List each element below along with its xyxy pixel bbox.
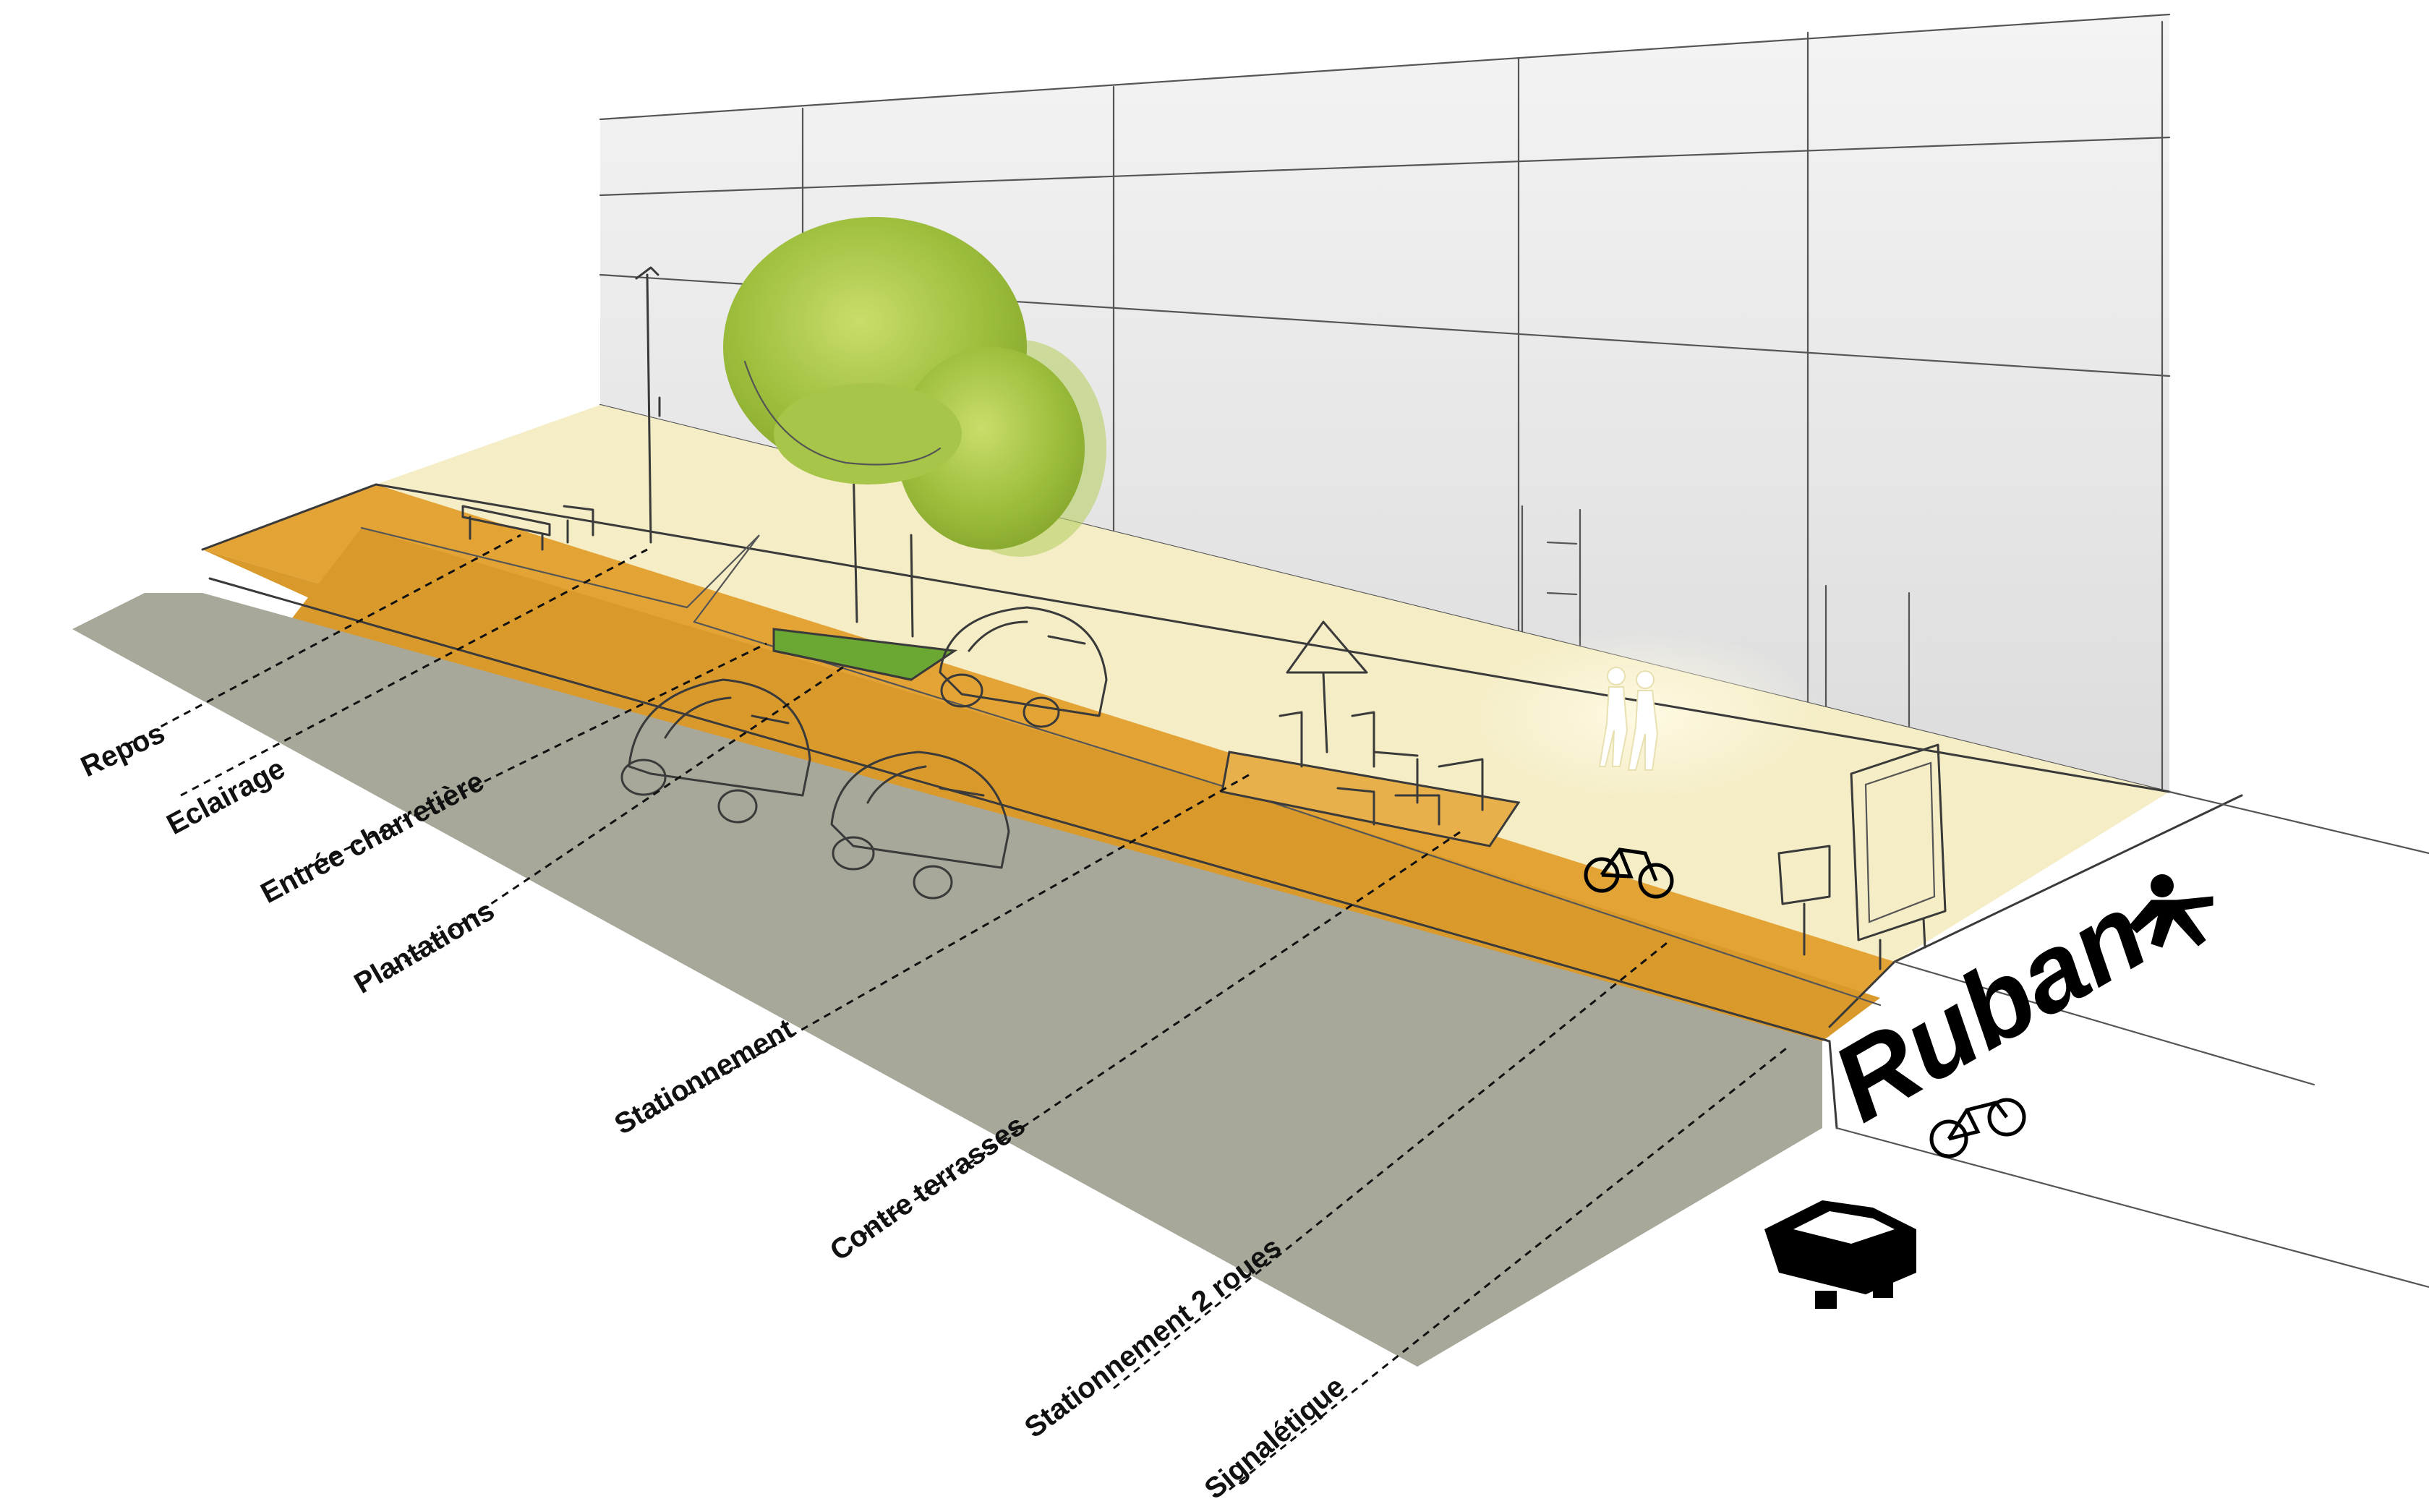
terrace-platform bbox=[1221, 751, 1521, 847]
ruban-band-strip bbox=[289, 528, 1880, 1041]
label-eclairage: Eclairage bbox=[162, 753, 291, 841]
tree bbox=[723, 217, 1106, 638]
pedestrian-icon bbox=[2129, 874, 2214, 948]
parked-car-3 bbox=[830, 751, 1010, 900]
lamp-post bbox=[635, 266, 661, 544]
label-contre-terrasses: Contre terrasses bbox=[824, 1109, 1031, 1267]
pedestrians bbox=[1598, 667, 1659, 771]
bike-lane-marking bbox=[1584, 847, 1674, 899]
parked-car-1 bbox=[939, 606, 1108, 728]
road-zone bbox=[72, 593, 1822, 1367]
label-stationnement-2-roues: Stationnement 2 roues bbox=[1019, 1231, 1287, 1445]
label-signaletique: Signalétique bbox=[1199, 1370, 1351, 1505]
parked-car-2 bbox=[620, 678, 811, 824]
car-icon bbox=[1764, 1200, 1916, 1309]
bicycle-icon bbox=[1929, 1098, 2026, 1158]
bench bbox=[461, 505, 594, 551]
label-repos: Repos bbox=[76, 717, 169, 784]
label-stationnement: Stationnement bbox=[610, 1013, 800, 1141]
sidewalk-zone bbox=[376, 405, 2169, 962]
info-panel bbox=[1850, 743, 1947, 970]
bike-rack bbox=[1777, 845, 1831, 956]
label-plantations: Plantations bbox=[349, 894, 500, 1000]
terrace-furniture bbox=[1278, 620, 1484, 826]
leader-lines bbox=[126, 534, 1787, 1491]
planter bbox=[772, 628, 958, 681]
